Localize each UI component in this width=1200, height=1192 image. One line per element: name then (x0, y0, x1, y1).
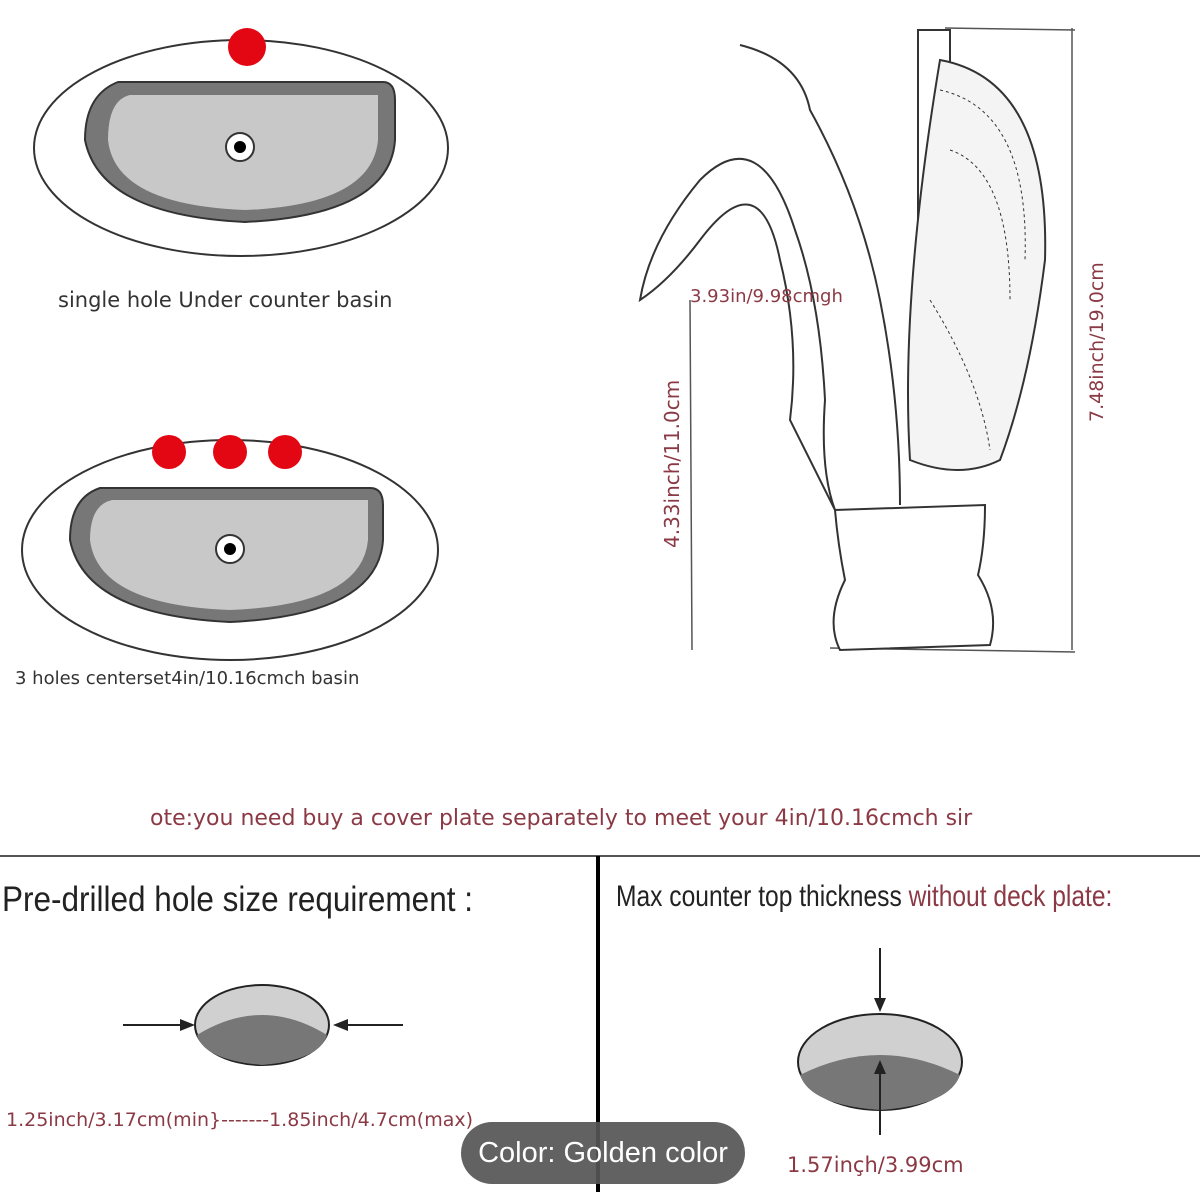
hole-size-title: Pre-drilled hole size requirement : (2, 880, 473, 919)
single-hole-caption: single hole Under counter basin (58, 288, 393, 312)
single-hole-basin (33, 28, 449, 257)
thickness-title-accent: without deck plate: (908, 880, 1113, 913)
thickness-value: 1.57inçh/3.99cm (787, 1153, 964, 1177)
faucet-hole-marker (213, 435, 247, 469)
hole-size-icon (123, 984, 403, 1066)
three-hole-basin (21, 435, 439, 661)
total-height-label: 7.48inch/19.0cm (1086, 262, 1108, 422)
cover-plate-note: ote:you need buy a cover plate separatel… (150, 806, 973, 831)
faucet-hole-marker (152, 435, 186, 469)
thickness-icon (797, 948, 963, 1135)
color-badge[interactable]: Color: Golden color (461, 1122, 745, 1184)
three-hole-caption: 3 holes centerset4in/10.16cmch basin (15, 668, 360, 689)
spout-reach-label: 3.93in/9.98cmgh (690, 286, 843, 307)
swan-faucet-sketch (638, 27, 1076, 653)
faucet-hole-marker (228, 28, 266, 66)
faucet-hole-marker (268, 435, 302, 469)
hole-size-range: 1.25inch/3.17cm(min}-------1.85inch/4.7c… (6, 1109, 474, 1131)
thickness-title: Max counter top thickness without deck p… (616, 880, 1112, 914)
spout-height-label: 4.33inch/11.0cm (660, 379, 684, 548)
thickness-title-plain: Max counter top thickness (616, 880, 902, 913)
